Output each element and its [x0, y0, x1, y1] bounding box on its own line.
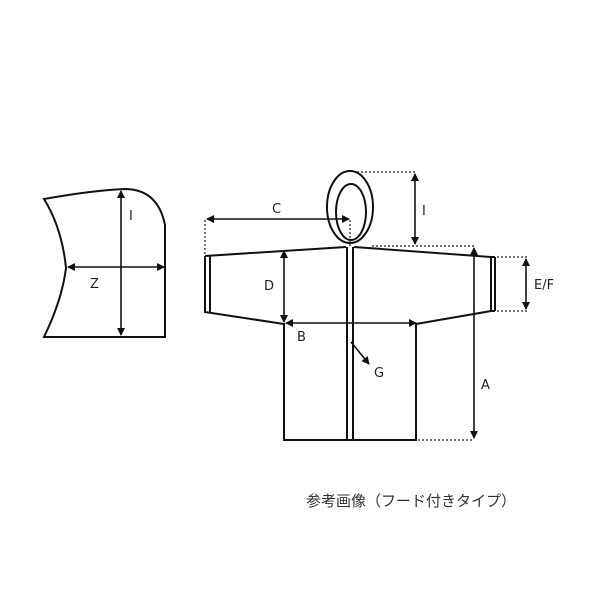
label-hood-width: Z	[90, 277, 99, 292]
hood-piece: I Z	[42, 187, 166, 338]
right-sleeve	[353, 246, 492, 325]
jacket: C I D B G A E/F	[204, 170, 554, 441]
label-zipper: G	[374, 366, 384, 381]
hood-piece-outline	[42, 187, 166, 338]
caption: 参考画像（フード付きタイプ）	[306, 492, 517, 510]
label-chest-width: B	[297, 330, 306, 345]
label-body-length: A	[481, 378, 490, 393]
label-hood-height-jacket: I	[422, 204, 426, 219]
label-cuff: E/F	[534, 278, 554, 293]
label-sleeve-length: C	[272, 202, 281, 217]
zipper-pointer-arrow	[350, 341, 370, 365]
jacket-body	[283, 323, 417, 441]
hood-outer	[326, 170, 374, 244]
label-hood-height: I	[129, 209, 133, 224]
left-sleeve	[204, 246, 347, 325]
hood-inner	[335, 183, 367, 241]
label-sleeve-width: D	[264, 279, 274, 294]
